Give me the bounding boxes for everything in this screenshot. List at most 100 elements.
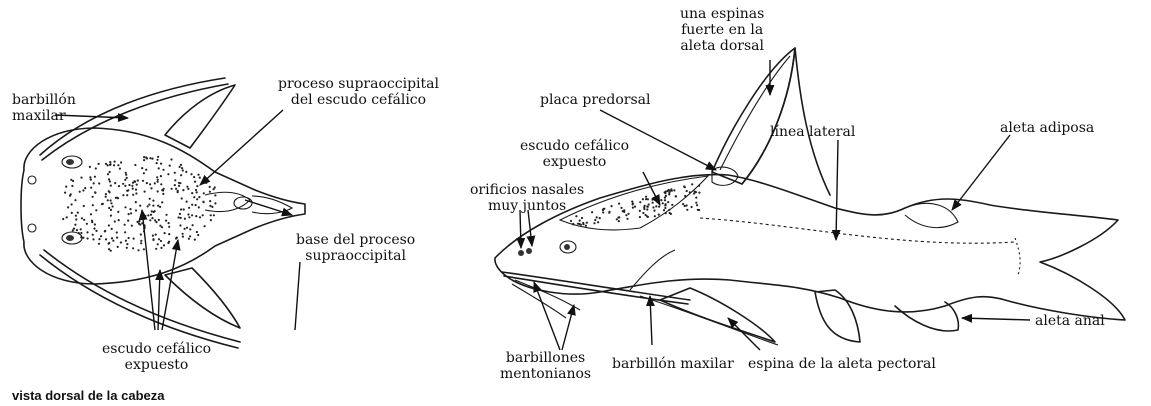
label-placa-predorsal: placa predorsal bbox=[540, 92, 650, 108]
granule-dot bbox=[664, 207, 666, 209]
granule-dot bbox=[627, 213, 629, 215]
granule-dot bbox=[632, 203, 634, 205]
granule-dot bbox=[73, 228, 75, 230]
label-orificios-nasales: orificios nasales muy juntos bbox=[470, 182, 584, 214]
granule-dot bbox=[205, 182, 207, 184]
granule-dot bbox=[602, 209, 604, 211]
granule-dot bbox=[127, 220, 129, 222]
granule-dot bbox=[655, 205, 657, 207]
granule-dot bbox=[178, 185, 180, 187]
granule-dot bbox=[95, 167, 97, 169]
granule-dot bbox=[188, 207, 190, 209]
granule-dot bbox=[182, 169, 184, 171]
granule-dot bbox=[125, 172, 127, 174]
granule-dot bbox=[135, 209, 137, 211]
granule-dot bbox=[180, 208, 182, 210]
granule-dot bbox=[161, 201, 163, 203]
granule-dot bbox=[582, 222, 584, 224]
granule-dot bbox=[71, 185, 73, 187]
granule-dot bbox=[182, 236, 184, 238]
granule-dot bbox=[66, 216, 68, 218]
granule-dot bbox=[109, 180, 111, 182]
head-shield-exposed-granules bbox=[570, 183, 701, 227]
label-proceso-supraoccipital: proceso supraoccipital del escudo cefáli… bbox=[278, 76, 439, 108]
granule-dot bbox=[174, 179, 176, 181]
operculum-edge bbox=[630, 250, 675, 290]
granule-dot bbox=[152, 239, 154, 241]
granule-dot bbox=[653, 210, 655, 212]
granule-dot bbox=[80, 177, 82, 179]
granule-dot bbox=[189, 228, 191, 230]
granule-dot bbox=[645, 198, 647, 200]
granule-dot bbox=[146, 182, 148, 184]
granule-dot bbox=[86, 223, 88, 225]
granule-dot bbox=[93, 228, 95, 230]
granule-dot bbox=[119, 168, 121, 170]
granule-dot bbox=[642, 198, 644, 200]
granule-dot bbox=[156, 176, 158, 178]
pectoral-spine-lower bbox=[165, 268, 240, 328]
granule-dot bbox=[182, 233, 184, 235]
fish-eye-pupil bbox=[564, 244, 570, 250]
granule-dot bbox=[658, 214, 660, 216]
granule-dot bbox=[689, 191, 691, 193]
granule-dot bbox=[120, 161, 122, 163]
granule-dot bbox=[191, 204, 193, 206]
arrow-base-proceso-tail bbox=[295, 262, 300, 330]
granule-dot bbox=[572, 223, 574, 225]
granule-dot bbox=[108, 248, 110, 250]
granule-dot bbox=[135, 201, 137, 203]
granule-dot bbox=[162, 189, 164, 191]
fish-nostril-front bbox=[518, 250, 524, 256]
granule-dot bbox=[137, 249, 139, 251]
granule-dot bbox=[161, 226, 163, 228]
granule-dot bbox=[92, 204, 94, 206]
granule-dot bbox=[675, 195, 677, 197]
granule-dot bbox=[128, 184, 130, 186]
arrow-aleta-adiposa bbox=[952, 135, 1010, 210]
granule-dot bbox=[72, 229, 74, 231]
granule-dot bbox=[151, 210, 153, 212]
granule-dot bbox=[131, 185, 133, 187]
granule-dot bbox=[646, 215, 648, 217]
dorsal-fin bbox=[712, 48, 795, 184]
label-line: supraoccipital bbox=[296, 248, 415, 264]
granule-dot bbox=[111, 237, 113, 239]
eye-lower-pupil bbox=[66, 235, 74, 241]
label-barbillones-mentonianos: barbillones mentonianos bbox=[500, 350, 591, 382]
granule-dot bbox=[156, 162, 158, 164]
granule-dot bbox=[664, 192, 666, 194]
granule-dot bbox=[64, 192, 66, 194]
granule-dot bbox=[647, 206, 649, 208]
granule-dot bbox=[124, 206, 126, 208]
arrow-barbillon-maxilar-fish bbox=[650, 296, 652, 345]
granule-dot bbox=[693, 193, 695, 195]
granule-dot bbox=[116, 231, 118, 233]
granule-dot bbox=[188, 238, 190, 240]
granule-dot bbox=[72, 180, 74, 182]
granule-dot bbox=[150, 214, 152, 216]
granule-dot bbox=[203, 192, 205, 194]
granule-dot bbox=[698, 185, 700, 187]
label-line: maxilar bbox=[12, 108, 76, 124]
granule-dot bbox=[168, 233, 170, 235]
granule-dot bbox=[152, 205, 154, 207]
label-line: del escudo cefálico bbox=[278, 92, 439, 108]
granule-dot bbox=[186, 186, 188, 188]
granule-dot bbox=[143, 248, 145, 250]
granule-dot bbox=[189, 235, 191, 237]
granule-dot bbox=[185, 171, 187, 173]
granule-dot bbox=[209, 200, 211, 202]
granule-dot bbox=[110, 185, 112, 187]
granule-dot bbox=[175, 237, 177, 239]
label-escudo-left: escudo cefálico expuesto bbox=[102, 341, 211, 373]
granule-dot bbox=[124, 224, 126, 226]
label-escudo-fish: escudo cefálico expuesto bbox=[520, 138, 629, 170]
granule-dot bbox=[197, 234, 199, 236]
granule-dot bbox=[62, 218, 64, 220]
granule-dot bbox=[75, 218, 77, 220]
granule-dot bbox=[133, 238, 135, 240]
maxillary-barbel-lower-inner bbox=[44, 250, 240, 342]
granule-dot bbox=[620, 207, 622, 209]
dorsal-fin-membrane bbox=[742, 48, 830, 195]
